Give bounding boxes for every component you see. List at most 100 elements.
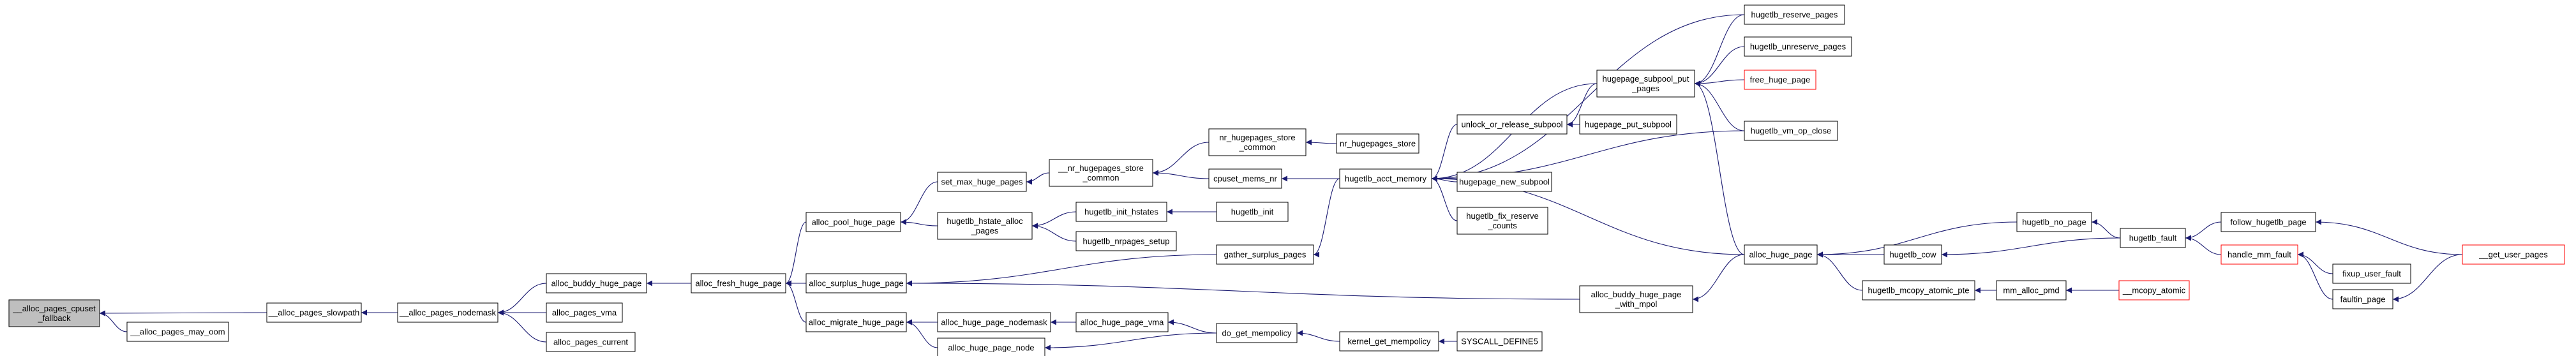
node-box[interactable] <box>937 172 1027 192</box>
function-node[interactable]: hugetlb_mcopy_atomic_pte <box>1862 280 1975 300</box>
node-box[interactable] <box>546 302 623 323</box>
node-box[interactable] <box>1075 231 1177 251</box>
function-node[interactable]: hugetlb_unreserve_pages <box>1744 36 1852 57</box>
node-box[interactable] <box>937 212 1033 240</box>
node-box[interactable] <box>1862 280 1975 300</box>
function-node[interactable]: mm_alloc_pmd <box>1996 280 2067 300</box>
node-box[interactable] <box>1339 331 1439 352</box>
node-box[interactable] <box>8 299 100 327</box>
node-box[interactable] <box>2118 280 2190 300</box>
node-box[interactable] <box>1339 168 1432 189</box>
node-box[interactable] <box>1596 70 1695 98</box>
function-node[interactable]: SYSCALL_DEFINE5 <box>1456 331 1543 352</box>
node-box[interactable] <box>397 302 498 323</box>
node-box[interactable] <box>546 332 636 352</box>
function-node[interactable]: free_huge_page <box>1744 70 1816 90</box>
node-box[interactable] <box>1579 114 1677 135</box>
node-box[interactable] <box>1996 280 2067 300</box>
node-box[interactable] <box>1336 133 1419 154</box>
function-node[interactable]: alloc_buddy_huge_page_with_mpol <box>1579 285 1693 313</box>
node-box[interactable] <box>1744 121 1838 141</box>
function-node[interactable]: hugetlb_no_page <box>2016 212 2092 232</box>
node-box[interactable] <box>1883 244 1942 265</box>
function-node[interactable]: nr_hugepages_store <box>1336 133 1419 154</box>
node-box[interactable] <box>1216 244 1314 265</box>
node-box[interactable] <box>1456 331 1543 352</box>
node-box[interactable] <box>2332 289 2393 309</box>
node-box[interactable] <box>1744 36 1852 57</box>
function-node[interactable]: handle_mm_fault <box>2220 244 2298 265</box>
node-box[interactable] <box>937 312 1051 332</box>
function-node[interactable]: cpuset_mems_nr <box>1208 168 1282 189</box>
function-node[interactable]: hugepage_put_subpool <box>1579 114 1677 135</box>
function-node[interactable]: alloc_huge_page <box>1744 244 1818 265</box>
function-node[interactable]: gather_surplus_pages <box>1216 244 1314 265</box>
node-box[interactable] <box>805 212 901 232</box>
node-box[interactable] <box>1456 172 1552 192</box>
node-box[interactable] <box>266 302 362 323</box>
function-node[interactable]: alloc_pages_vma <box>546 302 623 323</box>
function-node[interactable]: unlock_or_release_subpool <box>1456 114 1568 135</box>
function-node[interactable]: hugetlb_acct_memory <box>1339 168 1432 189</box>
node-box[interactable] <box>2220 212 2316 232</box>
function-node[interactable]: kernel_get_mempolicy <box>1339 331 1439 352</box>
function-node[interactable]: do_get_mempolicy <box>1216 323 1298 343</box>
node-box[interactable] <box>1216 202 1289 222</box>
node-box[interactable] <box>1208 128 1307 156</box>
function-node[interactable]: hugepage_new_subpool <box>1456 172 1552 192</box>
node-box[interactable] <box>2220 244 2298 265</box>
function-node[interactable]: alloc_fresh_huge_page <box>691 273 786 293</box>
function-node[interactable]: hugetlb_fault <box>2120 228 2186 248</box>
node-box[interactable] <box>1456 207 1548 235</box>
function-node[interactable]: hugetlb_init <box>1216 202 1289 222</box>
node-box[interactable] <box>1208 168 1282 189</box>
function-node[interactable]: alloc_huge_page_vma <box>1075 312 1169 332</box>
function-node[interactable]: hugetlb_reserve_pages <box>1744 4 1845 25</box>
node-box[interactable] <box>126 322 229 342</box>
function-node[interactable]: alloc_buddy_huge_page <box>546 273 647 293</box>
node-box[interactable] <box>1744 70 1816 90</box>
function-node[interactable]: __mcopy_atomic <box>2118 280 2190 300</box>
function-node[interactable]: alloc_huge_page_node <box>937 337 1045 356</box>
function-node[interactable]: __get_user_pages <box>2462 244 2565 265</box>
function-node[interactable]: alloc_pages_current <box>546 332 636 352</box>
function-node[interactable]: alloc_pool_huge_page <box>805 212 901 232</box>
node-box[interactable] <box>937 337 1045 356</box>
node-box[interactable] <box>546 273 647 293</box>
function-node[interactable]: hugetlb_init_hstates <box>1075 202 1167 222</box>
node-box[interactable] <box>805 273 907 293</box>
function-node[interactable]: hugetlb_vm_op_close <box>1744 121 1838 141</box>
function-node[interactable]: __alloc_pages_nodemask <box>397 302 498 323</box>
function-node[interactable]: __alloc_pages_slowpath <box>266 302 362 323</box>
node-box[interactable] <box>1075 202 1167 222</box>
node-box[interactable] <box>1744 244 1818 265</box>
node-box[interactable] <box>2016 212 2092 232</box>
node-box[interactable] <box>2462 244 2565 265</box>
function-node[interactable]: alloc_huge_page_nodemask <box>937 312 1051 332</box>
node-box[interactable] <box>1049 159 1153 187</box>
node-box[interactable] <box>1075 312 1169 332</box>
node-box[interactable] <box>1579 285 1693 313</box>
function-node[interactable]: hugetlb_fix_reserve_counts <box>1456 207 1548 235</box>
function-node[interactable]: alloc_migrate_huge_page <box>805 312 907 332</box>
function-node[interactable]: faultin_page <box>2332 289 2393 309</box>
node-box[interactable] <box>1216 323 1298 343</box>
function-node[interactable]: __alloc_pages_cpuset_fallback <box>8 299 100 327</box>
function-node[interactable]: hugetlb_nrpages_setup <box>1075 231 1177 251</box>
node-box[interactable] <box>2332 263 2411 284</box>
function-node[interactable]: nr_hugepages_store_common <box>1208 128 1307 156</box>
node-box[interactable] <box>805 312 907 332</box>
function-node[interactable]: follow_hugetlb_page <box>2220 212 2316 232</box>
function-node[interactable]: set_max_huge_pages <box>937 172 1027 192</box>
function-node[interactable]: fixup_user_fault <box>2332 263 2411 284</box>
node-box[interactable] <box>1744 4 1845 25</box>
function-node[interactable]: hugepage_subpool_put_pages <box>1596 70 1695 98</box>
function-node[interactable]: hugetlb_hstate_alloc_pages <box>937 212 1033 240</box>
function-node[interactable]: alloc_surplus_huge_page <box>805 273 907 293</box>
node-box[interactable] <box>691 273 786 293</box>
node-box[interactable] <box>2120 228 2186 248</box>
function-node[interactable]: hugetlb_cow <box>1883 244 1942 265</box>
function-node[interactable]: __nr_hugepages_store_common <box>1049 159 1153 187</box>
function-node[interactable]: __alloc_pages_may_oom <box>126 322 229 342</box>
node-box[interactable] <box>1456 114 1568 135</box>
